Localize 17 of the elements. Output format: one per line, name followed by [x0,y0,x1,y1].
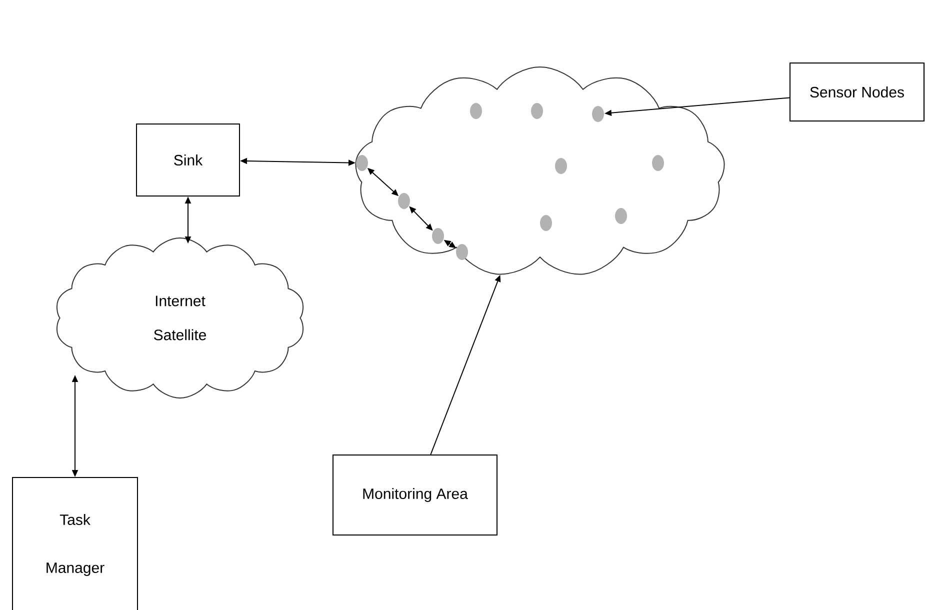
sensor-dot [615,208,627,224]
sensor-dot [470,103,482,119]
sensor-dot [531,103,543,119]
sensor-dot [432,228,444,244]
sensor-dot [540,215,552,231]
sensor-dot [356,155,368,171]
task-manager-box: Task Manager [12,477,138,610]
sensor-dot [592,106,604,122]
sensor-dot [398,193,410,209]
sensor-dot [652,155,664,171]
label-box: Sensor Nodes [790,62,925,122]
network-cloud: Internet Satellite [56,238,304,398]
sensor-dot [456,244,468,260]
sensor-dot [555,158,567,174]
sensor-field-cloud [355,66,725,275]
sink-box: Sink [136,124,240,196]
label-box: Monitoring Area [332,454,498,536]
